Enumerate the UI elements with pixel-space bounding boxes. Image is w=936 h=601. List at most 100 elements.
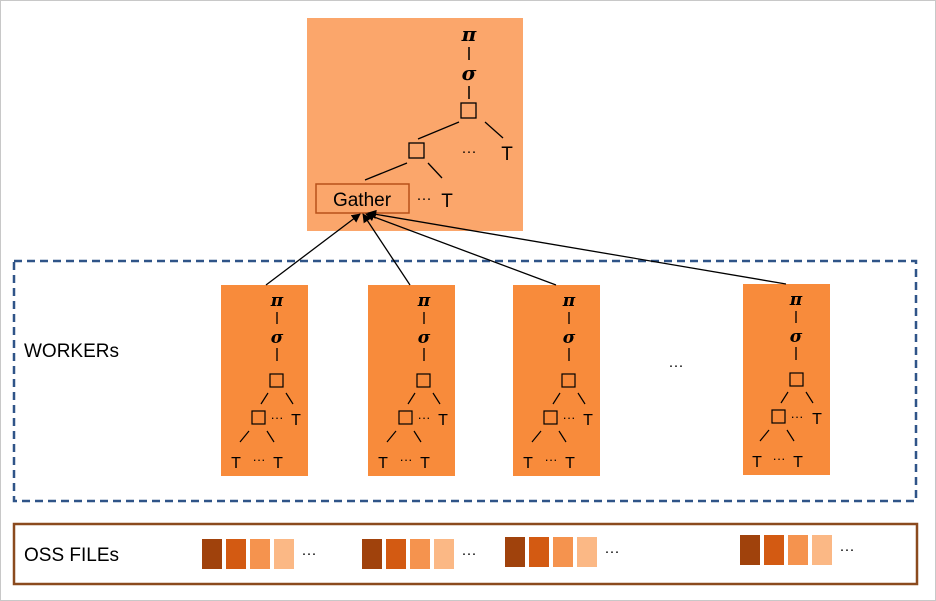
gather-label: Gather <box>333 190 392 211</box>
coordinator-plan: π σ ··· T Gather ··· T <box>307 18 523 231</box>
worker-join-node <box>771 409 786 424</box>
worker-table-label: T <box>291 412 301 429</box>
worker-box <box>513 285 600 476</box>
worker-edge <box>285 392 294 405</box>
worker-join-node <box>789 372 804 387</box>
worker-join-node <box>269 373 284 388</box>
worker-edge <box>805 391 814 404</box>
worker-to-gather-arrow <box>362 213 411 286</box>
worker-edge <box>413 430 422 443</box>
worker-to-gather-arrow <box>367 209 787 285</box>
coordinator-edge <box>364 162 408 181</box>
worker-join-node <box>398 410 413 425</box>
worker-edge <box>577 392 586 405</box>
workers-between-ellipsis: ··· <box>669 357 684 374</box>
worker-box <box>743 284 830 475</box>
worker-to-gather-arrow <box>365 212 557 286</box>
coordinator-project-symbol: π <box>461 22 477 46</box>
oss-file-block <box>505 537 525 567</box>
oss-file-block <box>362 539 382 569</box>
worker-to-gather-arrow <box>265 213 361 286</box>
oss-file-block <box>226 539 246 569</box>
worker-plan: π σ ··· T T ··· T <box>513 285 600 476</box>
oss-file-group: ··· <box>202 539 317 569</box>
worker-join-node <box>251 410 266 425</box>
workers-label: WORKERs <box>24 341 119 362</box>
worker-select-symbol: σ <box>563 328 576 348</box>
worker-edge <box>239 430 250 443</box>
oss-file-ellipsis: ··· <box>605 543 620 560</box>
coordinator-join-node <box>408 142 425 159</box>
worker-edge <box>432 392 441 405</box>
oss-files-label: OSS FILEs <box>24 545 119 566</box>
worker-box <box>221 285 308 476</box>
worker-ellipsis: ··· <box>791 409 804 424</box>
oss-file-block <box>764 535 784 565</box>
worker-select-symbol: σ <box>790 327 803 347</box>
worker-plan: π σ ··· T T ··· T <box>743 284 830 475</box>
coordinator-select-symbol: σ <box>462 61 477 85</box>
worker-project-symbol: π <box>417 291 431 311</box>
worker-project-symbol: π <box>562 291 576 311</box>
worker-select-symbol: σ <box>271 328 284 348</box>
oss-file-block <box>529 537 549 567</box>
worker-table-label: T <box>273 455 283 472</box>
oss-file-block <box>812 535 832 565</box>
oss-file-block <box>577 537 597 567</box>
worker-table-label: T <box>438 412 448 429</box>
worker-ellipsis: ··· <box>253 452 266 467</box>
worker-ellipsis: ··· <box>271 410 284 425</box>
oss-files-border <box>12 522 919 586</box>
worker-ellipsis: ··· <box>545 452 558 467</box>
worker-ellipsis: ··· <box>400 452 413 467</box>
worker-ellipsis: ··· <box>563 410 576 425</box>
worker-edge <box>759 429 770 442</box>
worker-ellipsis: ··· <box>773 451 786 466</box>
oss-file-group: ··· <box>505 537 620 567</box>
coordinator-table-label: T <box>501 144 513 165</box>
coordinator-edge <box>427 162 443 179</box>
oss-file-ellipsis: ··· <box>840 541 855 558</box>
worker-project-symbol: π <box>270 291 284 311</box>
oss-file-block <box>788 535 808 565</box>
workers-dashed-border <box>12 259 918 503</box>
worker-edge <box>266 430 275 443</box>
gather-arrows <box>265 209 787 286</box>
oss-file-block <box>202 539 222 569</box>
worker-join-node <box>561 373 576 388</box>
worker-table-label: T <box>793 454 803 471</box>
worker-table-label: T <box>752 454 762 471</box>
worker-edge <box>407 392 416 405</box>
worker-edge <box>786 429 795 442</box>
worker-table-label: T <box>420 455 430 472</box>
worker-table-label: T <box>812 411 822 428</box>
worker-project-symbol: π <box>789 290 803 310</box>
coordinator-join-node <box>460 102 477 119</box>
worker-ellipsis: ··· <box>418 410 431 425</box>
oss-file-block <box>410 539 430 569</box>
worker-table-label: T <box>523 455 533 472</box>
oss-file-block <box>740 535 760 565</box>
worker-join-node <box>416 373 431 388</box>
worker-edge <box>552 392 561 405</box>
worker-box <box>368 285 455 476</box>
oss-file-block <box>434 539 454 569</box>
worker-edge <box>386 430 397 443</box>
worker-plan: π σ ··· T T ··· T <box>368 285 455 476</box>
coordinator-ellipsis: ··· <box>417 190 432 207</box>
coordinator-ellipsis: ··· <box>462 143 477 160</box>
oss-file-ellipsis: ··· <box>302 545 317 562</box>
gather-node <box>315 183 410 214</box>
worker-edge <box>531 430 542 443</box>
worker-table-label: T <box>231 455 241 472</box>
oss-file-ellipsis: ··· <box>462 545 477 562</box>
oss-file-group: ··· <box>362 539 477 569</box>
oss-file-block <box>553 537 573 567</box>
worker-table-label: T <box>378 455 388 472</box>
coordinator-edge <box>417 121 460 140</box>
oss-file-block <box>386 539 406 569</box>
worker-select-symbol: σ <box>418 328 431 348</box>
coordinator-table-label: T <box>441 191 453 212</box>
worker-edge <box>558 430 567 443</box>
